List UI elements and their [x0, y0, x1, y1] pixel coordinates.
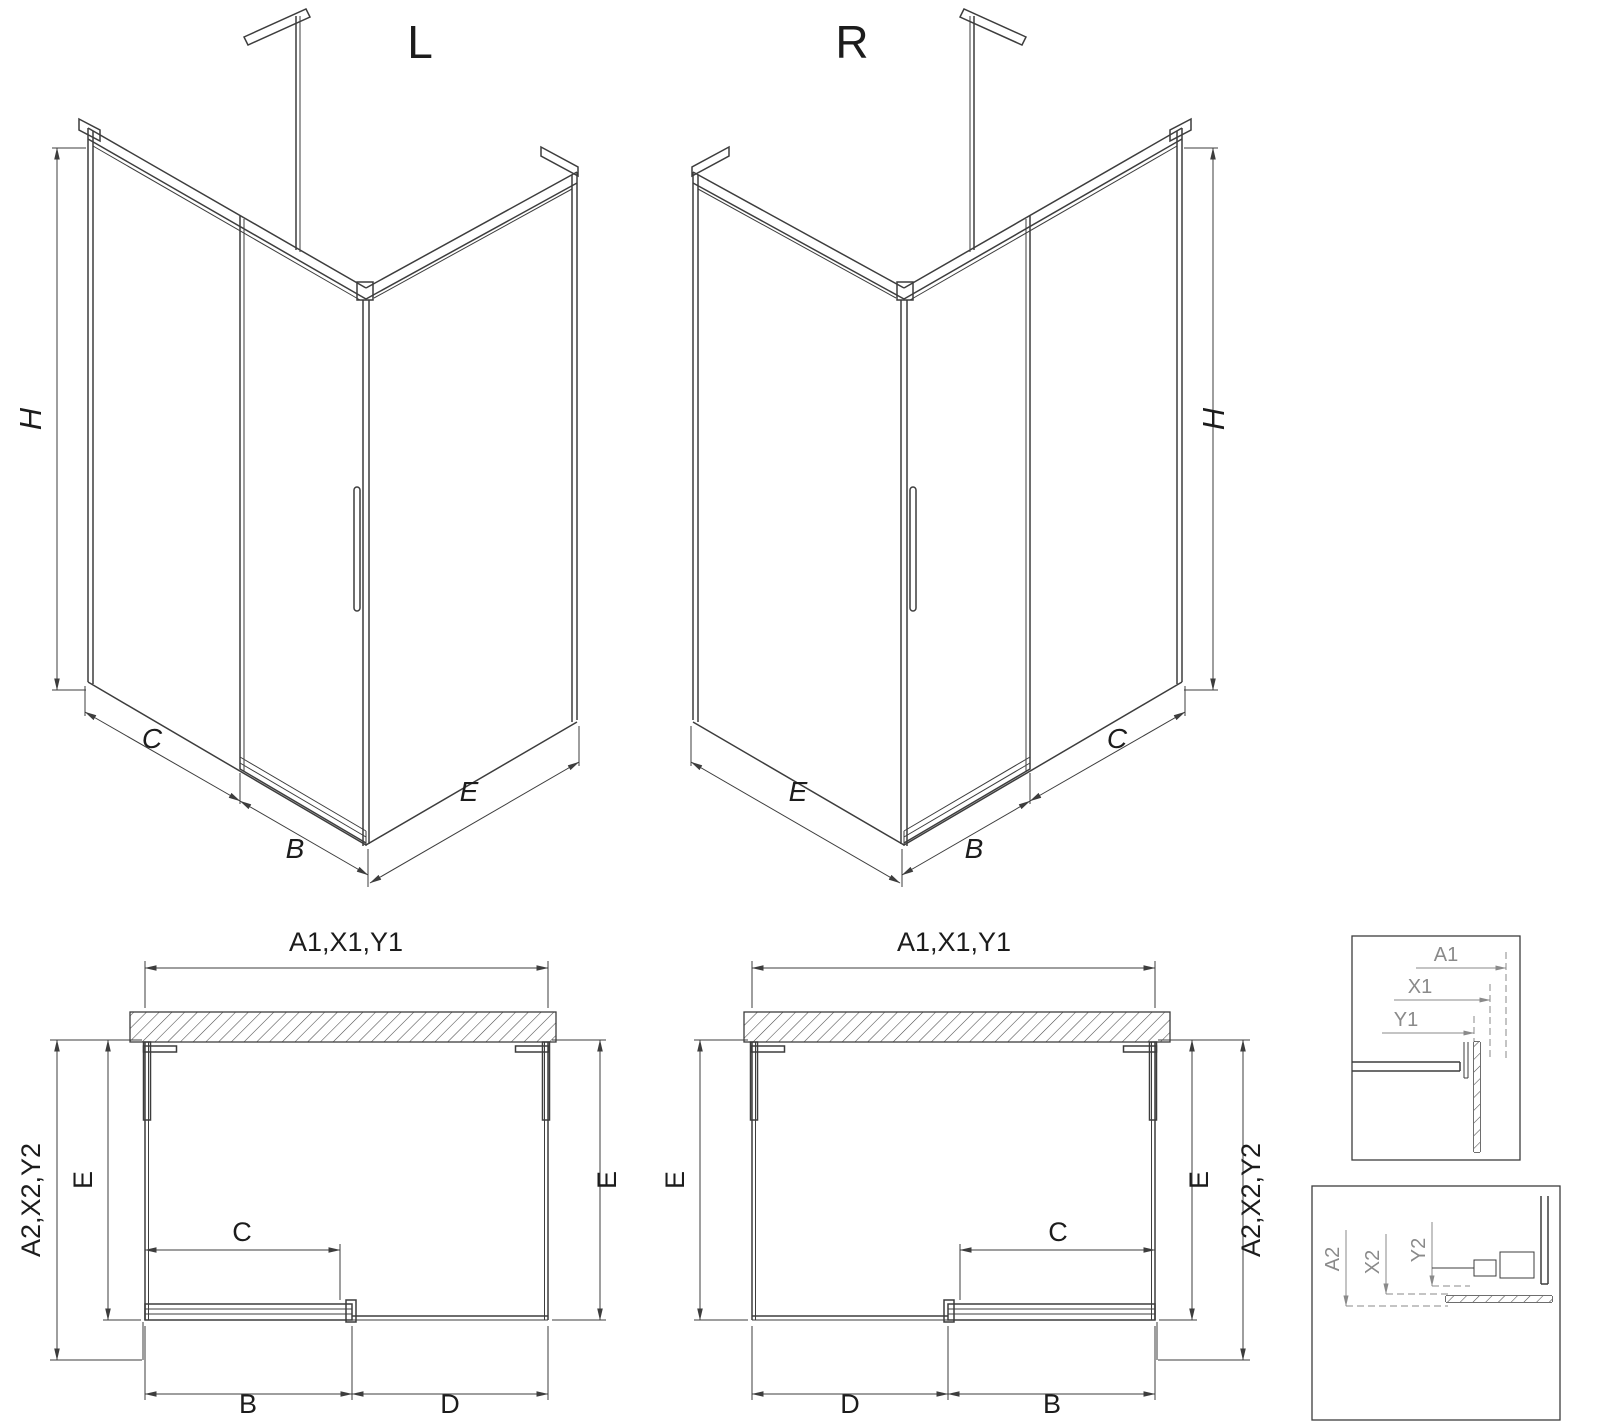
detail-bottom-box	[1311, 1185, 1561, 1421]
plan-right-dim-d-label: D	[840, 1389, 860, 1419]
plan-left-wall-strip	[129, 1011, 557, 1043]
detail-bottom-linework	[1311, 1185, 1561, 1421]
plan-left-dim-e-left-label: E	[68, 1171, 98, 1189]
detail-top-box	[1351, 935, 1521, 1161]
door-handle	[353, 486, 361, 612]
iso-right-figure-label: R	[835, 16, 868, 68]
plan-right-dim-depth-label: A2,X2,Y2	[1236, 1143, 1266, 1257]
iso-right-dim-e-label: E	[789, 776, 808, 807]
iso-right-dim-c-label: C	[1107, 723, 1128, 754]
iso-left-dim-h-label: H	[13, 407, 48, 430]
plan-right-dim-e-left-label: E	[660, 1171, 690, 1189]
plan-left-dim-b-label: B	[239, 1389, 257, 1419]
plan-left-linework	[50, 961, 606, 1400]
plan-right-dim-e-right-label: E	[1184, 1171, 1214, 1189]
plan-left-dim-depth-label: A2,X2,Y2	[16, 1143, 46, 1257]
plan-left-dim-e-right-label: E	[592, 1171, 622, 1189]
iso-right-linework	[691, 9, 1218, 887]
plan-right-dim-c-label: C	[1048, 1217, 1068, 1247]
detail-top-dim-a1-label: A1	[1434, 944, 1458, 966]
detail-top-glass-hatch	[1474, 1042, 1480, 1152]
detail-top-dim-x1-label: X1	[1408, 976, 1432, 998]
iso-left-figure-label: L	[407, 16, 433, 68]
iso-right-dim-h-label: H	[1196, 407, 1231, 430]
iso-left-dim-b-label: B	[286, 833, 305, 864]
iso-left-linework	[52, 8, 580, 887]
detail-top-dim-y1-label: Y1	[1394, 1009, 1418, 1031]
detail-bottom-glass-hatch	[1446, 1296, 1552, 1302]
iso-left-dim-c-label: C	[142, 723, 163, 754]
plan-left-dim-c-label: C	[232, 1217, 252, 1247]
plan-left-dim-d-label: D	[440, 1389, 460, 1419]
plan-right-wall-strip	[743, 1011, 1171, 1043]
detail-bottom-dim-x2-label: X2	[1362, 1250, 1384, 1274]
iso-right-dim-b-label: B	[965, 833, 984, 864]
detail-top-linework	[1351, 935, 1521, 1161]
detail-bottom-dim-y2-label: Y2	[1408, 1238, 1430, 1262]
plan-right-dim-b-label: B	[1043, 1389, 1061, 1419]
iso-left-dim-e-label: E	[460, 776, 479, 807]
detail-bottom-dim-a2-label: A2	[1322, 1247, 1344, 1271]
plan-left-dim-top-label: A1,X1,Y1	[289, 927, 403, 957]
labels: L H C B E R H E B C A1,X1,Y1 A2,X2,Y2 E …	[13, 16, 1458, 1419]
plan-right-dim-top-label: A1,X1,Y1	[897, 927, 1011, 957]
